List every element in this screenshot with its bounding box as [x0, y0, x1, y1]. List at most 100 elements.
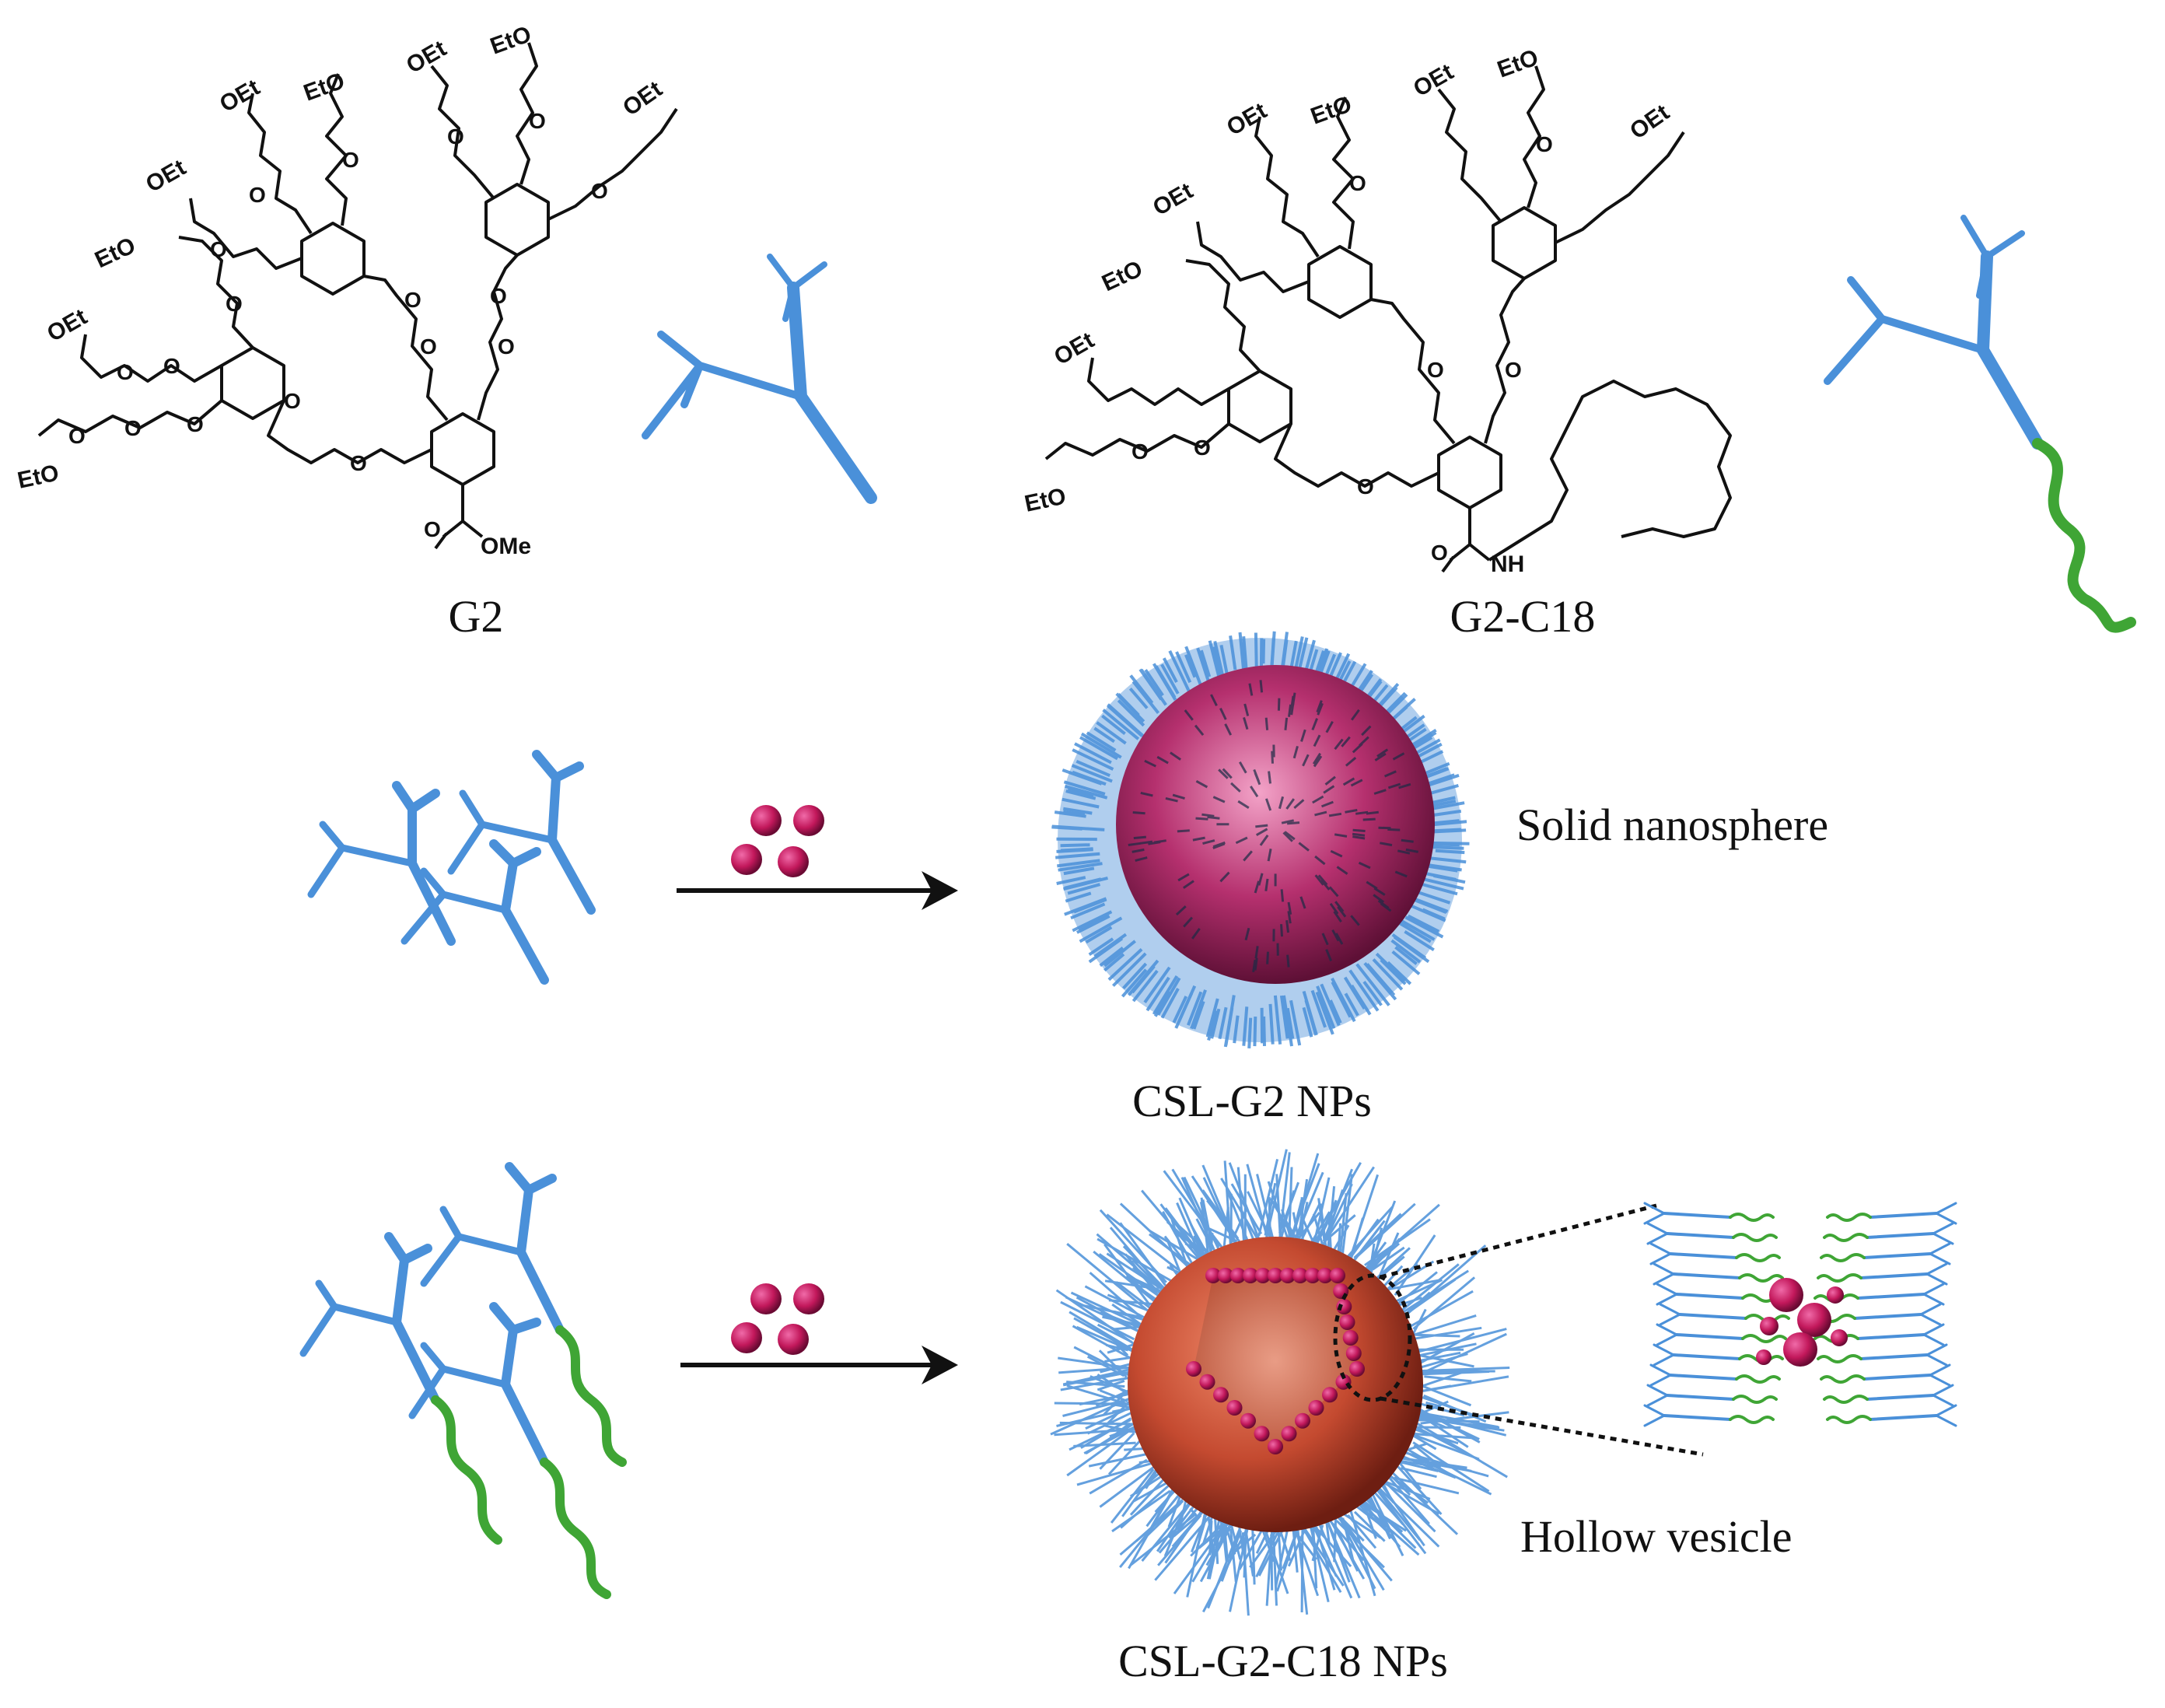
- g2-oet-label-3: OEt: [215, 75, 264, 117]
- g2-c18-cluster: [299, 1162, 627, 1599]
- g2-mid-chain-2: [247, 93, 313, 235]
- arrow-1: [677, 871, 958, 910]
- g2-right-chain-2: [516, 42, 538, 185]
- bilayer-drug: [1760, 1317, 1779, 1335]
- svg-text:O: O: [498, 334, 515, 359]
- svg-text:O: O: [420, 334, 437, 359]
- g2-left-chain-3: [178, 236, 254, 349]
- bilayer-drug: [1783, 1332, 1817, 1367]
- g2-oet-label-2: OEt: [142, 155, 191, 198]
- g2-left-chain-1: [37, 399, 223, 437]
- g2-left-chain-2: [80, 334, 222, 383]
- drug-bead: [731, 1322, 762, 1353]
- g2-c18-cartoon: [1824, 215, 2136, 633]
- g2-eto-label-2: EtO: [91, 233, 139, 273]
- g2-mid-chain-3: [325, 73, 348, 226]
- drug-molecules-2: [731, 1283, 824, 1355]
- svg-text:O: O: [249, 183, 266, 207]
- svg-text:O: O: [163, 354, 180, 378]
- g2-mid-chain-1: [189, 198, 303, 270]
- svg-text:O: O: [591, 179, 608, 203]
- svg-text:O: O: [424, 517, 441, 541]
- zoom-line-top: [1380, 1203, 1657, 1279]
- svg-text:OEt: OEt: [1625, 100, 1674, 145]
- svg-text:O: O: [1131, 439, 1149, 464]
- svg-text:EtO: EtO: [1098, 256, 1146, 296]
- svg-text:O: O: [210, 237, 227, 261]
- svg-text:O: O: [342, 148, 359, 172]
- g2-right-ring: [484, 183, 550, 257]
- svg-text:O: O: [350, 451, 367, 475]
- bilayer-drug: [1827, 1286, 1844, 1304]
- solid-nanosphere: [1051, 631, 1470, 1049]
- c18-alkyl-chain: [1488, 380, 1732, 562]
- svg-text:O: O: [1357, 474, 1374, 499]
- svg-text:O: O: [1536, 132, 1553, 156]
- g2-label: G2: [449, 591, 504, 642]
- svg-text:O: O: [1349, 171, 1366, 195]
- bilayer-drug: [1756, 1349, 1772, 1365]
- g2-eto-label-4: EtO: [487, 21, 534, 59]
- solid-nanosphere-label: Solid nanosphere: [1516, 800, 1828, 850]
- svg-text:O: O: [226, 292, 243, 316]
- drug-bead: [793, 805, 824, 836]
- bilayer-left-leaflet: [1643, 1202, 1790, 1427]
- g2-eto-label-3: EtO: [300, 68, 348, 106]
- svg-text:O: O: [404, 288, 421, 312]
- svg-text:O: O: [490, 284, 507, 308]
- svg-text:O: O: [447, 124, 464, 149]
- g2-core-chain-mid: [363, 275, 449, 422]
- g2-ome-label: OMe: [481, 534, 531, 559]
- g2-oet-label-5: OEt: [618, 76, 667, 121]
- hollow-vesicle-label: Hollow vesicle: [1520, 1511, 1793, 1562]
- svg-text:EtO: EtO: [1307, 91, 1355, 129]
- drug-bead: [750, 1283, 782, 1314]
- svg-text:EtO: EtO: [1494, 44, 1541, 82]
- svg-text:OEt: OEt: [1409, 59, 1458, 102]
- g2-ester-bonds: [434, 485, 484, 550]
- vesicle-membrane-drugs: [1186, 1268, 1365, 1454]
- svg-text:EtO: EtO: [1023, 483, 1069, 516]
- g2-core-chain-right: [477, 254, 519, 421]
- drug-bead: [750, 805, 782, 836]
- zoom-circle: [1333, 1273, 1412, 1402]
- svg-text:O: O: [1194, 436, 1211, 460]
- svg-text:O: O: [117, 360, 134, 384]
- svg-text:OEt: OEt: [1222, 98, 1271, 141]
- g2-c18-nh-label: NH: [1491, 551, 1524, 577]
- nanosphere-core: [1116, 665, 1435, 984]
- svg-text:O: O: [124, 416, 142, 440]
- csl-g2-label: CSL-G2 NPs: [1132, 1076, 1372, 1126]
- drug-bead: [778, 846, 809, 877]
- bilayer-inset: [1643, 1202, 1957, 1427]
- g2-eto-label-1: EtO: [16, 460, 61, 493]
- g2-left-ring: [220, 346, 285, 420]
- bilayer-drug: [1831, 1329, 1848, 1346]
- svg-text:O: O: [1505, 358, 1522, 382]
- arrow-2: [680, 1346, 958, 1384]
- g2-c18-structure: EtO OEt EtO OEt OEt EtO OEt EtO OEt NH O…: [1023, 44, 1732, 577]
- g2-right-chain-1: [430, 65, 495, 200]
- nanosphere-surface-dendrons: [1128, 680, 1418, 973]
- vesicle-corona: [1050, 1149, 1510, 1616]
- g2-oxygen-atoms: O O O O O O O O O O O O O O O O O O O: [68, 109, 608, 541]
- bilayer-drug: [1769, 1278, 1803, 1312]
- csl-g2-c18-label: CSL-G2-C18 NPs: [1118, 1636, 1448, 1686]
- drug-bead: [731, 844, 762, 875]
- g2-mid-ring: [300, 222, 365, 296]
- g2-oet-label-4: OEt: [402, 36, 451, 79]
- drug-bead: [793, 1283, 824, 1314]
- svg-text:O: O: [68, 424, 86, 448]
- svg-text:O: O: [529, 109, 546, 133]
- g2-structure: OMe EtO OEt EtO OEt OEt EtO OEt EtO OEt …: [16, 21, 678, 559]
- svg-text:O: O: [187, 412, 204, 436]
- svg-text:O: O: [1427, 358, 1444, 382]
- zoom-line-bottom: [1380, 1396, 1704, 1457]
- bilayer-drug: [1797, 1303, 1831, 1337]
- g2-c18-label: G2-C18: [1450, 591, 1596, 642]
- svg-text:O: O: [284, 389, 301, 413]
- svg-text:O: O: [1431, 541, 1448, 565]
- g2-right-chain-3: [547, 107, 678, 221]
- svg-text:OEt: OEt: [1149, 178, 1198, 221]
